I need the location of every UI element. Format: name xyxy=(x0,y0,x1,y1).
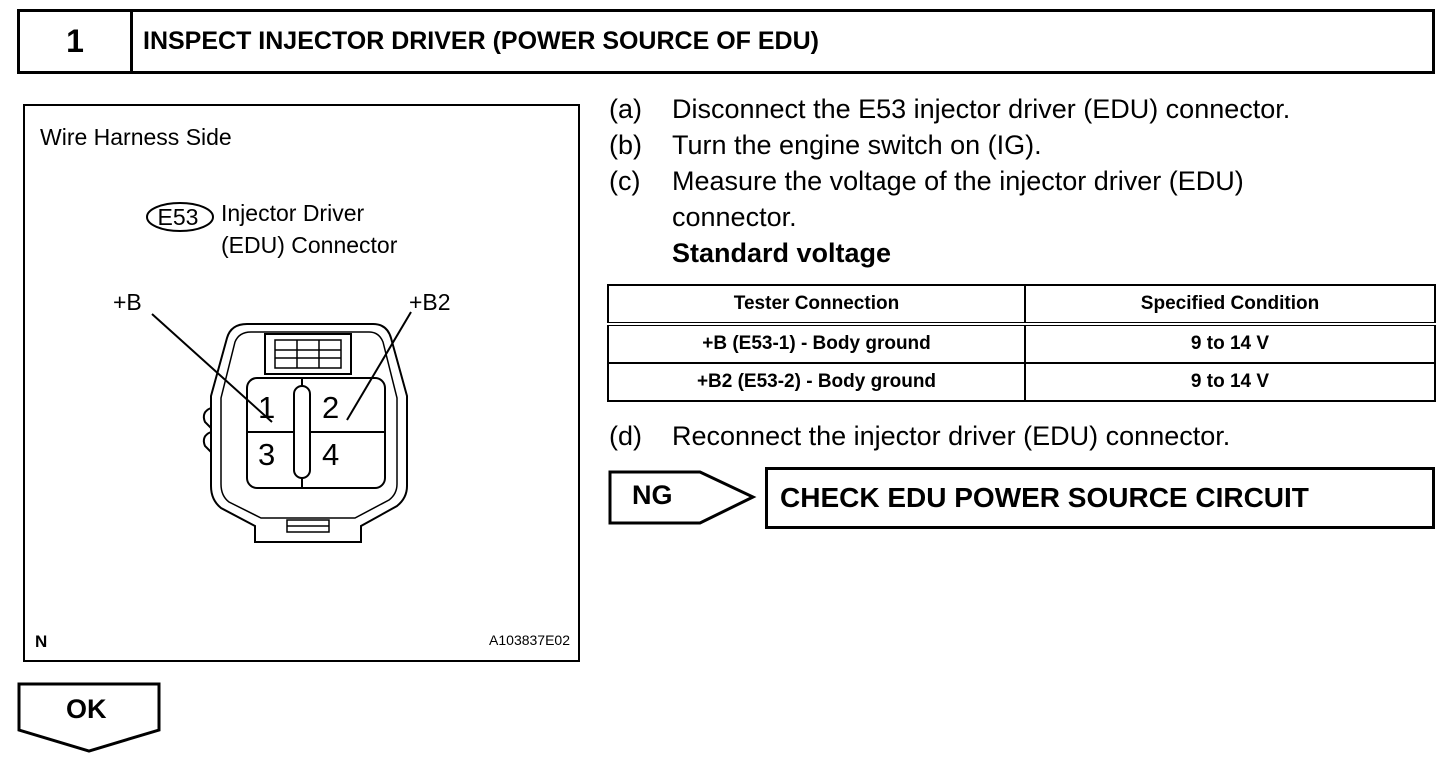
ok-arrow-icon xyxy=(17,682,161,753)
table-cell: +B2 (E53-2) - Body ground xyxy=(607,362,1026,402)
ng-arrow-icon xyxy=(608,470,757,525)
table-header: Tester Connection xyxy=(607,284,1026,326)
figure-id: A103837E02 xyxy=(489,632,570,648)
ng-action-box: CHECK EDU POWER SOURCE CIRCUIT xyxy=(765,467,1435,529)
connector-illustration: Wire Harness Side E53 Injector Driver (E… xyxy=(23,104,580,662)
table-cell: 9 to 14 V xyxy=(1024,362,1436,402)
step-title: INSPECT INJECTOR DRIVER (POWER SOURCE OF… xyxy=(143,27,819,55)
table-row: +B2 (E53-2) - Body ground 9 to 14 V xyxy=(607,362,1436,402)
pin-3: 3 xyxy=(258,437,276,472)
table-row: +B (E53-1) - Body ground 9 to 14 V xyxy=(607,323,1436,364)
wire-harness-side-label: Wire Harness Side xyxy=(40,124,232,150)
step-number: 1 xyxy=(20,12,133,71)
table-cell: 9 to 14 V xyxy=(1024,323,1436,364)
step-c-continued: connector. xyxy=(672,202,797,232)
corner-code: N xyxy=(35,632,48,651)
table-cell: +B (E53-1) - Body ground xyxy=(607,323,1026,364)
terminal-label-b: +B xyxy=(113,289,142,315)
standard-voltage-label: Standard voltage xyxy=(672,238,892,268)
table-header: Specified Condition xyxy=(1024,284,1436,326)
ng-label: NG xyxy=(632,480,673,510)
step-header: 1 INSPECT INJECTOR DRIVER (POWER SOURCE … xyxy=(17,9,1435,74)
connector-name-line2: (EDU) Connector xyxy=(221,232,398,258)
ok-label: OK xyxy=(66,694,107,724)
connector-name-line1: Injector Driver xyxy=(221,200,365,226)
pin-4: 4 xyxy=(322,437,340,472)
terminal-label-b2: +B2 xyxy=(409,289,451,315)
table-header-row: Tester Connection Specified Condition xyxy=(607,284,1436,326)
connector-diagram-icon xyxy=(146,202,412,543)
pin-1: 1 xyxy=(258,390,276,425)
connector-code: E53 xyxy=(157,204,199,230)
pin-2: 2 xyxy=(322,390,340,425)
spec-table: Tester Connection Specified Condition +B… xyxy=(607,284,1436,402)
